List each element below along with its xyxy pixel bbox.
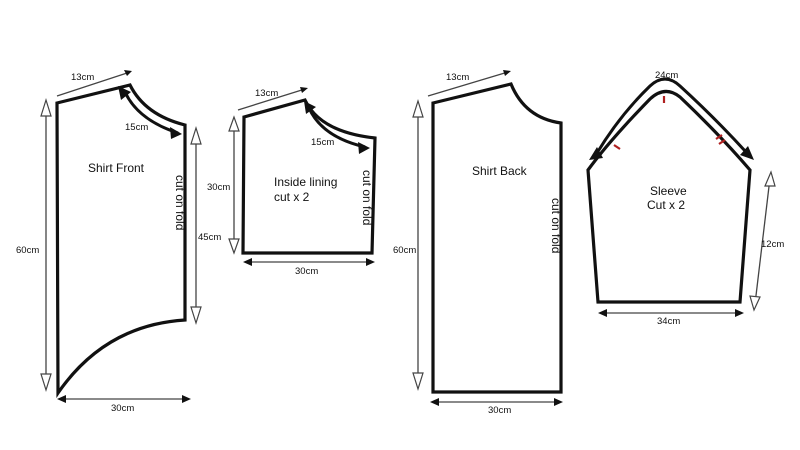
shirt-back-shoulder-label: 13cm: [446, 72, 469, 83]
sleeve-notch-back-2: [718, 139, 726, 145]
sleeve-side-dim: [754, 177, 771, 305]
sleeve-notch-back-1: [715, 134, 723, 140]
inside-lining-fold-note: cut on fold: [360, 170, 374, 225]
shirt-front-width-arrow-left: [57, 395, 66, 403]
shirt-back-length-arrow-top: [412, 98, 424, 118]
inside-lining-neck-label: 15cm: [311, 137, 334, 148]
sleeve-side-label: 12cm: [761, 239, 784, 250]
inside-lining-title-line1: Inside lining: [274, 175, 337, 189]
shirt-back-width-arrow-right: [554, 398, 563, 406]
sleeve-cap-arrow: [595, 77, 748, 154]
sleeve-title-line1: Sleeve: [650, 184, 687, 198]
shirt-front-fold-arrow-top: [190, 125, 202, 145]
inside-lining-width-arrow-left: [243, 258, 252, 266]
inside-lining-shoulder-label: 13cm: [255, 88, 278, 99]
shirt-back-shoulder-arrow: [503, 70, 511, 76]
inside-lining-height-arrow-bottom: [228, 238, 240, 255]
inside-lining-height-arrow-top: [228, 115, 240, 132]
shirt-front-length-arrow-top: [40, 97, 52, 117]
shirt-front-width-label: 30cm: [111, 403, 134, 414]
sleeve-width-arrow-left: [598, 309, 607, 317]
shirt-back-title: Shirt Back: [472, 164, 528, 178]
sleeve-side-arrow-bottom: [749, 295, 761, 312]
shirt-front-length-arrow-bottom: [40, 373, 52, 393]
shirt-front-neck-label: 15cm: [125, 122, 148, 133]
inside-lining-neck-arrowhead-top: [304, 101, 316, 114]
inside-lining-neck-arrowhead-right: [358, 142, 370, 154]
sleeve-cap-arrowhead-left: [589, 147, 603, 160]
shirt-back-length-arrow-bottom: [412, 372, 424, 392]
inside-lining-width-label: 30cm: [295, 266, 318, 277]
sleeve-cap-arrowhead-right: [740, 146, 754, 160]
sleeve-title-line2: Cut x 2: [647, 198, 685, 212]
inside-lining-shoulder-arrow: [300, 87, 308, 93]
inside-lining-piece: 13cm 15cm Inside lining cut x 2 cut on f…: [207, 87, 377, 277]
sleeve-side-arrow-top: [764, 170, 776, 187]
sleeve-piece: 24cm Sleeve Cut x 2 12cm 34cm: [586, 70, 784, 327]
shirt-front-shoulder-dim: [56, 71, 131, 97]
inside-lining-neck-arrow: [307, 107, 366, 149]
shirt-front-fold-arrow-bottom: [190, 306, 202, 326]
shirt-back-shoulder-dim: [427, 71, 509, 97]
shirt-front-fold-note: cut on fold: [173, 175, 187, 230]
shirt-front-fold-length-label: 45cm: [198, 232, 221, 243]
shirt-front-outline: [55, 83, 187, 399]
sleeve-cap-label: 24cm: [655, 70, 678, 81]
inside-lining-title-line2: cut x 2: [274, 190, 310, 204]
shirt-front-neck-arrowhead-right: [170, 127, 182, 139]
shirt-front-piece: 13cm 15cm Shirt Front cut on fold 60cm 4…: [16, 70, 221, 414]
sleeve-notch-front: [613, 144, 621, 150]
shirt-back-width-label: 30cm: [488, 405, 511, 416]
inside-lining-height-label: 30cm: [207, 182, 230, 193]
inside-lining-shoulder-dim: [237, 88, 306, 111]
shirt-back-outline: [431, 82, 563, 394]
shirt-front-shoulder-label: 13cm: [71, 72, 94, 83]
sleeve-width-arrow-right: [735, 309, 744, 317]
shirt-back-piece: 13cm Shirt Back cut on fold 60cm 30cm: [393, 70, 563, 416]
shirt-back-length-label: 60cm: [393, 245, 416, 256]
shirt-front-title: Shirt Front: [88, 161, 145, 175]
sleeve-outline: [586, 89, 752, 304]
inside-lining-width-arrow-right: [366, 258, 375, 266]
shirt-front-neck-arrowhead-top: [118, 86, 131, 100]
shirt-back-width-arrow-left: [430, 398, 439, 406]
shirt-back-fold-note: cut on fold: [549, 198, 563, 253]
shirt-front-width-arrow-right: [182, 395, 191, 403]
shirt-front-shoulder-arrow: [124, 70, 132, 76]
shirt-front-length-label: 60cm: [16, 245, 39, 256]
sleeve-width-label: 34cm: [657, 316, 680, 327]
